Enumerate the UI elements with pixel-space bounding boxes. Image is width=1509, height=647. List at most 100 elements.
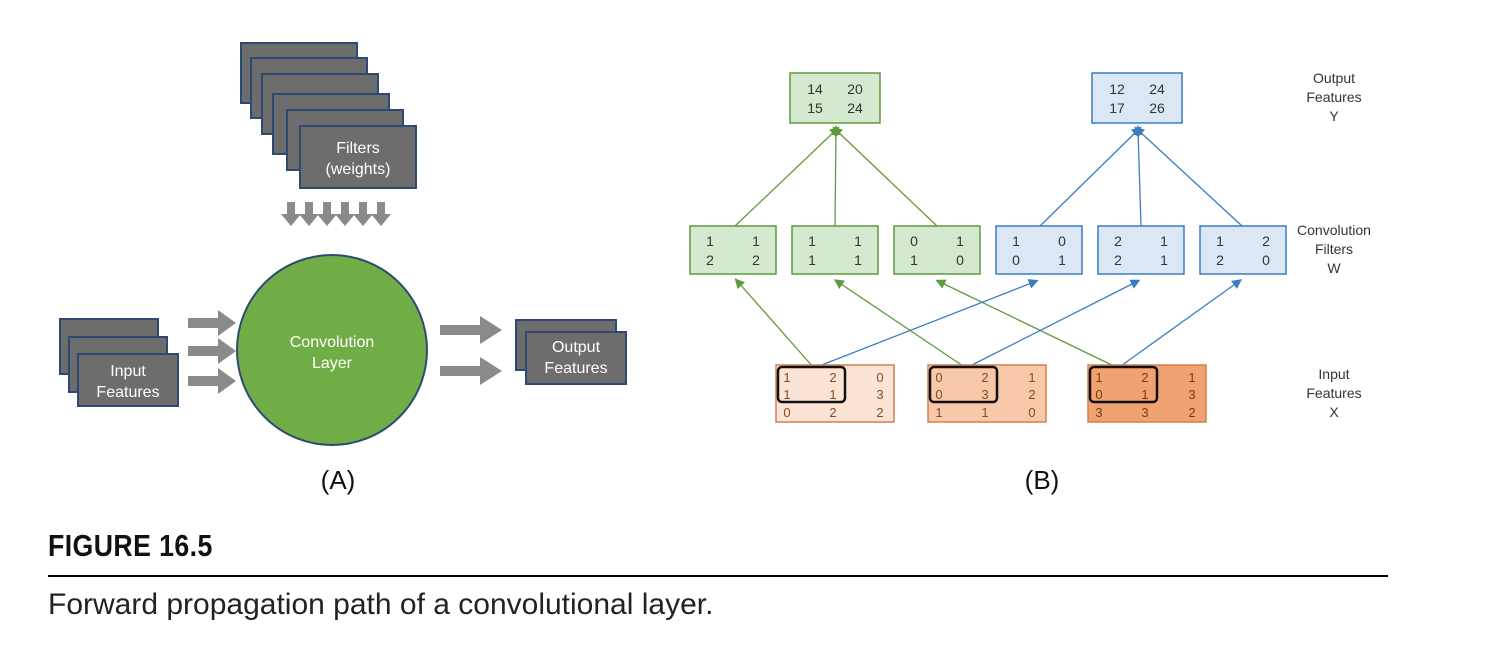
receptive-field-highlight	[928, 365, 999, 404]
matrix-cell: 1	[981, 405, 988, 420]
matrix-cell: 2	[1216, 252, 1224, 268]
matrix-cell: 1	[910, 252, 918, 268]
matrix-cell: 1	[1141, 387, 1148, 402]
matrix-cell: 2	[876, 405, 883, 420]
matrix-cell: 1	[1216, 233, 1224, 249]
matrix-cell: 2	[1114, 233, 1122, 249]
matrix-cell: 2	[829, 405, 836, 420]
matrix-cell: 1	[808, 252, 816, 268]
layer-label-line1: Convolution	[290, 334, 375, 351]
input-matrix-3: 1 2 1 0 1 3 3 3 2	[1087, 364, 1207, 423]
matrix-cell: 3	[876, 387, 883, 402]
filter-matrix-5: 2 1 2 1	[1097, 225, 1185, 275]
filters-label-line1: Filters	[336, 140, 380, 157]
caption-divider	[48, 575, 1388, 577]
input-box-front	[77, 353, 179, 407]
matrix-cell: 20	[847, 81, 863, 97]
label-line: W	[1327, 260, 1341, 276]
matrix-cell: 1	[956, 233, 964, 249]
matrix-cell: 1	[752, 233, 760, 249]
filter-matrix-1: 1 1 2 2	[689, 225, 777, 275]
matrix-cell: 1	[1160, 252, 1168, 268]
output-matrix-blue: 12 24 17 26	[1091, 72, 1183, 124]
filters-label-line2: (weights)	[326, 161, 391, 178]
matrix-cell: 2	[1141, 370, 1148, 385]
matrix-cell: 1	[854, 252, 862, 268]
convolution-diagram: Filters (weights) Input Features	[59, 42, 1371, 495]
output-label-line2: Features	[544, 360, 607, 377]
output-matrix-green: 14 20 15 24	[789, 72, 881, 124]
matrix-cell: 0	[783, 405, 790, 420]
output-label-line1: Output	[552, 339, 601, 356]
matrix-cell: 2	[1262, 233, 1270, 249]
input-matrix-2: 0 2 1 0 3 2 1 1 0	[927, 364, 1047, 423]
matrix-cell: 0	[1012, 252, 1020, 268]
convolution-layer-circle	[236, 254, 428, 446]
layer-label-line2: Layer	[312, 355, 353, 372]
matrix-cell: 2	[981, 370, 988, 385]
matrix-cell: 0	[876, 370, 883, 385]
receptive-field-highlight	[1088, 365, 1159, 404]
matrix-cell: 0	[910, 233, 918, 249]
matrix-cell: 15	[807, 100, 823, 116]
matrix-cell: 1	[935, 405, 942, 420]
panel-a-label: (A)	[321, 465, 356, 495]
matrix-cell: 14	[807, 81, 823, 97]
matrix-cell: 3	[981, 387, 988, 402]
input-matrix-1: 1 2 0 1 1 3 0 2 2	[775, 364, 895, 423]
panel-b: 14 20 15 24 12 24 17 26 1 1 2 2 1 1 1 1	[689, 70, 1371, 495]
matrix-cell: 17	[1109, 100, 1125, 116]
figure-label: FIGURE 16.5	[48, 528, 213, 563]
matrix-cell: 12	[1109, 81, 1125, 97]
label-line: Filters	[1315, 241, 1353, 257]
matrix-cell: 1	[1012, 233, 1020, 249]
matrix-cell: 1	[1058, 252, 1066, 268]
label-line: Input	[1318, 366, 1349, 382]
label-line: Output	[1313, 70, 1355, 86]
input-stack: Input Features	[59, 318, 179, 407]
matrix-cell: 3	[1095, 405, 1102, 420]
matrix-cell: 0	[1095, 387, 1102, 402]
matrix-cell: 1	[1028, 370, 1035, 385]
input-label-line1: Input	[110, 363, 146, 380]
matrix-cell: 0	[956, 252, 964, 268]
filter-arrows-icon	[281, 202, 391, 226]
matrix-cell: 0	[935, 370, 942, 385]
matrix-cell: 24	[847, 100, 863, 116]
figure-caption: Forward propagation path of a convolutio…	[48, 588, 714, 621]
matrix-cell: 1	[854, 233, 862, 249]
matrix-cell: 24	[1149, 81, 1165, 97]
matrix-cell: 1	[808, 233, 816, 249]
matrix-cell: 2	[1188, 405, 1195, 420]
panel-a: Filters (weights) Input Features	[59, 42, 627, 495]
matrix-cell: 1	[706, 233, 714, 249]
input-label-line2: Features	[96, 384, 159, 401]
matrix-cell: 3	[1141, 405, 1148, 420]
filter-matrix-2: 1 1 1 1	[791, 225, 879, 275]
matrix-cell: 2	[752, 252, 760, 268]
matrix-cell: 1	[783, 387, 790, 402]
matrix-cell: 1	[829, 387, 836, 402]
matrix-cell: 2	[1028, 387, 1035, 402]
output-arrows-icon	[440, 316, 502, 385]
matrix-cell: 2	[1114, 252, 1122, 268]
row-label-output: Output Features Y	[1306, 70, 1361, 124]
label-line: Features	[1306, 89, 1361, 105]
filter-matrix-3: 0 1 1 0	[893, 225, 981, 275]
output-stack: Output Features	[515, 319, 627, 385]
filter-matrix-4: 1 0 0 1	[995, 225, 1083, 275]
matrix-cell: 26	[1149, 100, 1165, 116]
matrix-cell: 1	[1160, 233, 1168, 249]
label-line: Y	[1329, 108, 1339, 124]
matrix-cell: 0	[1028, 405, 1035, 420]
filter-matrix-6: 1 2 2 0	[1199, 225, 1287, 275]
matrix-cell: 2	[706, 252, 714, 268]
label-line: Features	[1306, 385, 1361, 401]
matrix-cell: 0	[1058, 233, 1066, 249]
input-arrows-icon	[188, 310, 236, 394]
label-line: Convolution	[1297, 222, 1371, 238]
matrix-cell: 1	[1188, 370, 1195, 385]
connections	[734, 125, 1243, 369]
matrix-cell: 3	[1188, 387, 1195, 402]
matrix-cell: 2	[829, 370, 836, 385]
